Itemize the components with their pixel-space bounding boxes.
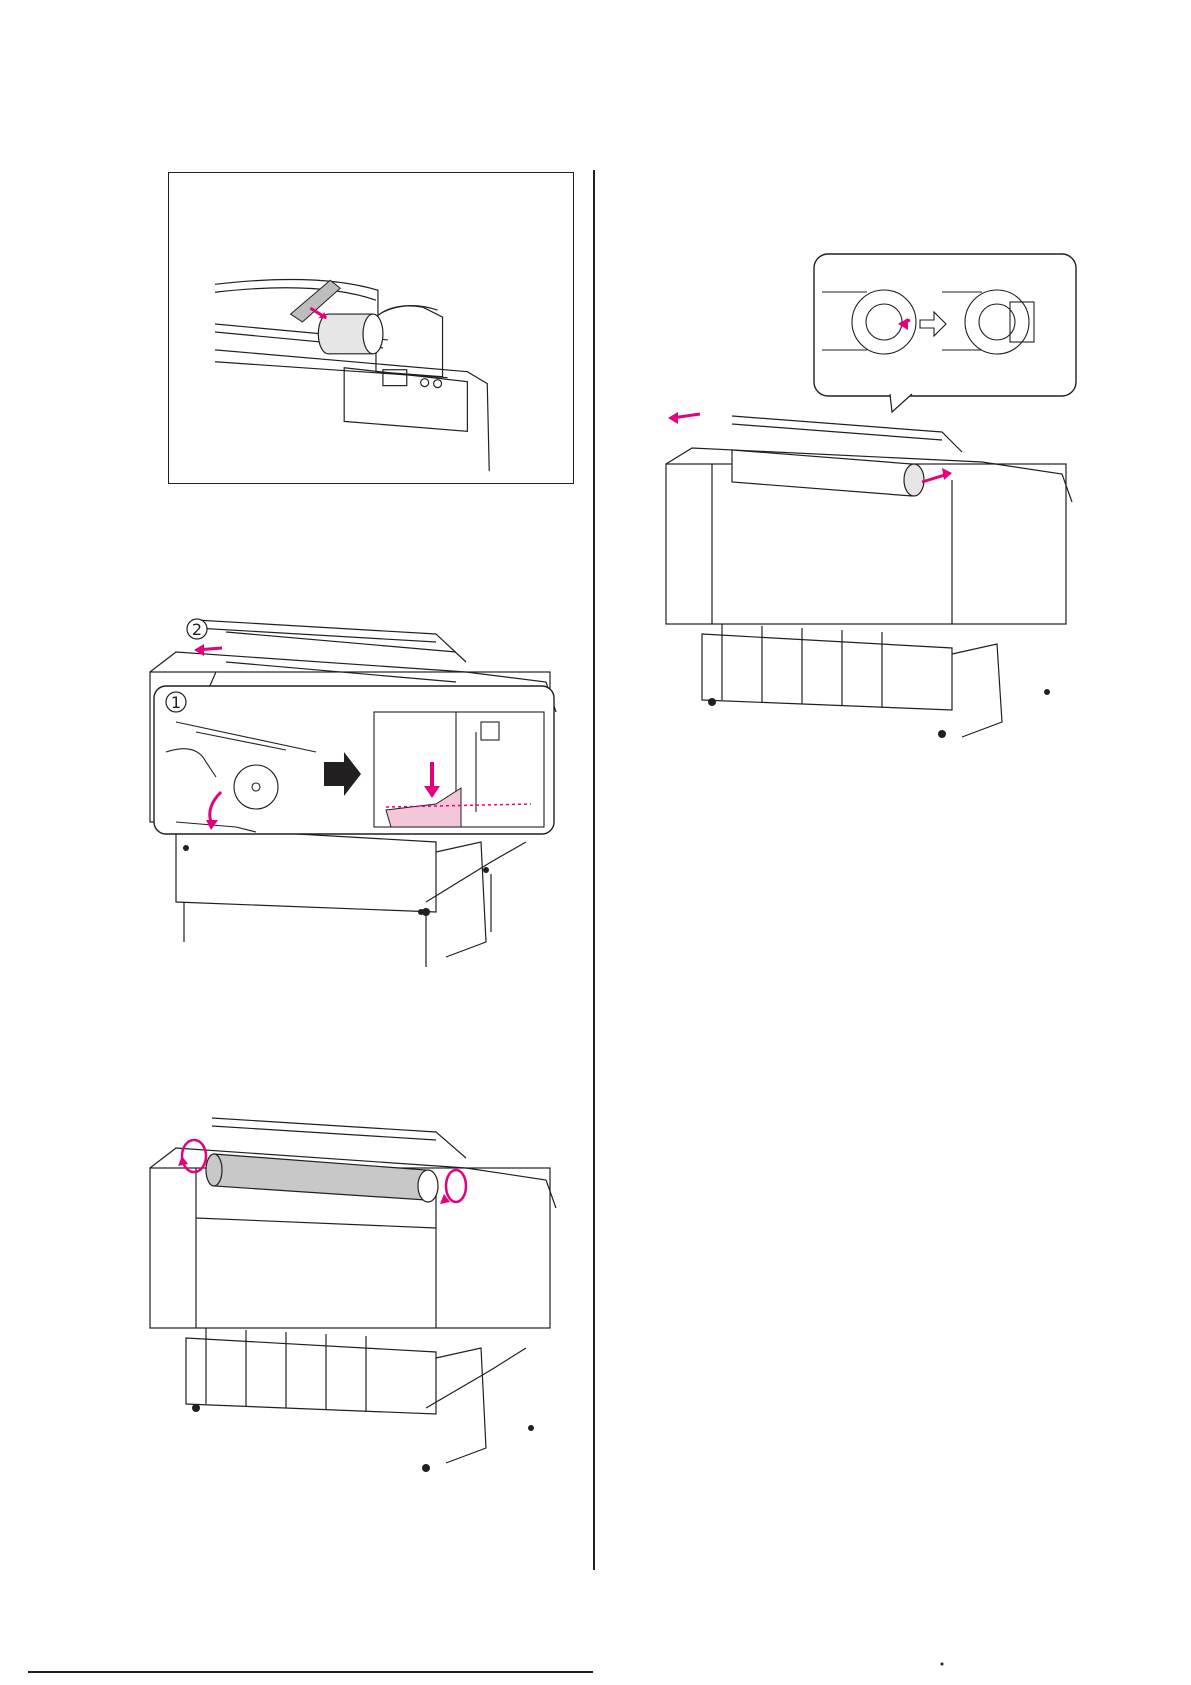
rotate-roll-illustration xyxy=(136,1108,568,1498)
column-divider xyxy=(593,170,595,1570)
footer-mark xyxy=(940,1662,944,1666)
holder-lever-drawing: 2 1 xyxy=(136,612,568,997)
remove-adapter-drawing xyxy=(652,252,1078,744)
callout-1-label: 1 xyxy=(171,693,181,712)
footer-rule xyxy=(28,1671,593,1673)
rotate-roll-drawing xyxy=(136,1108,568,1498)
remove-adapter-illustration xyxy=(652,252,1078,744)
tape-roll-illustration xyxy=(168,172,574,484)
callout-2-label: 2 xyxy=(192,620,202,639)
zoom-inset xyxy=(154,686,554,834)
holder-lever-illustration: 2 1 xyxy=(136,612,568,997)
tape-roll-drawing xyxy=(169,173,573,483)
